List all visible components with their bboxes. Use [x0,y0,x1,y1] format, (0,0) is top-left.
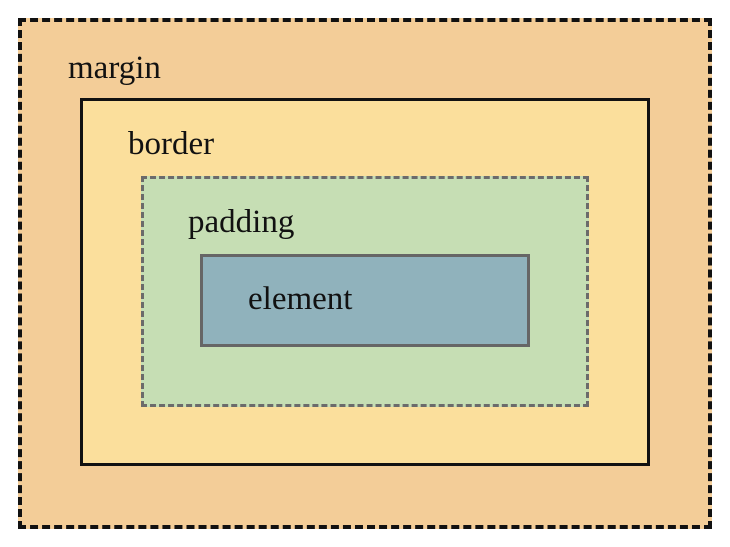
element-area [200,254,530,347]
margin-label: margin [68,50,161,86]
element-label: element [248,281,353,317]
padding-label: padding [188,204,295,240]
border-label: border [128,126,215,162]
